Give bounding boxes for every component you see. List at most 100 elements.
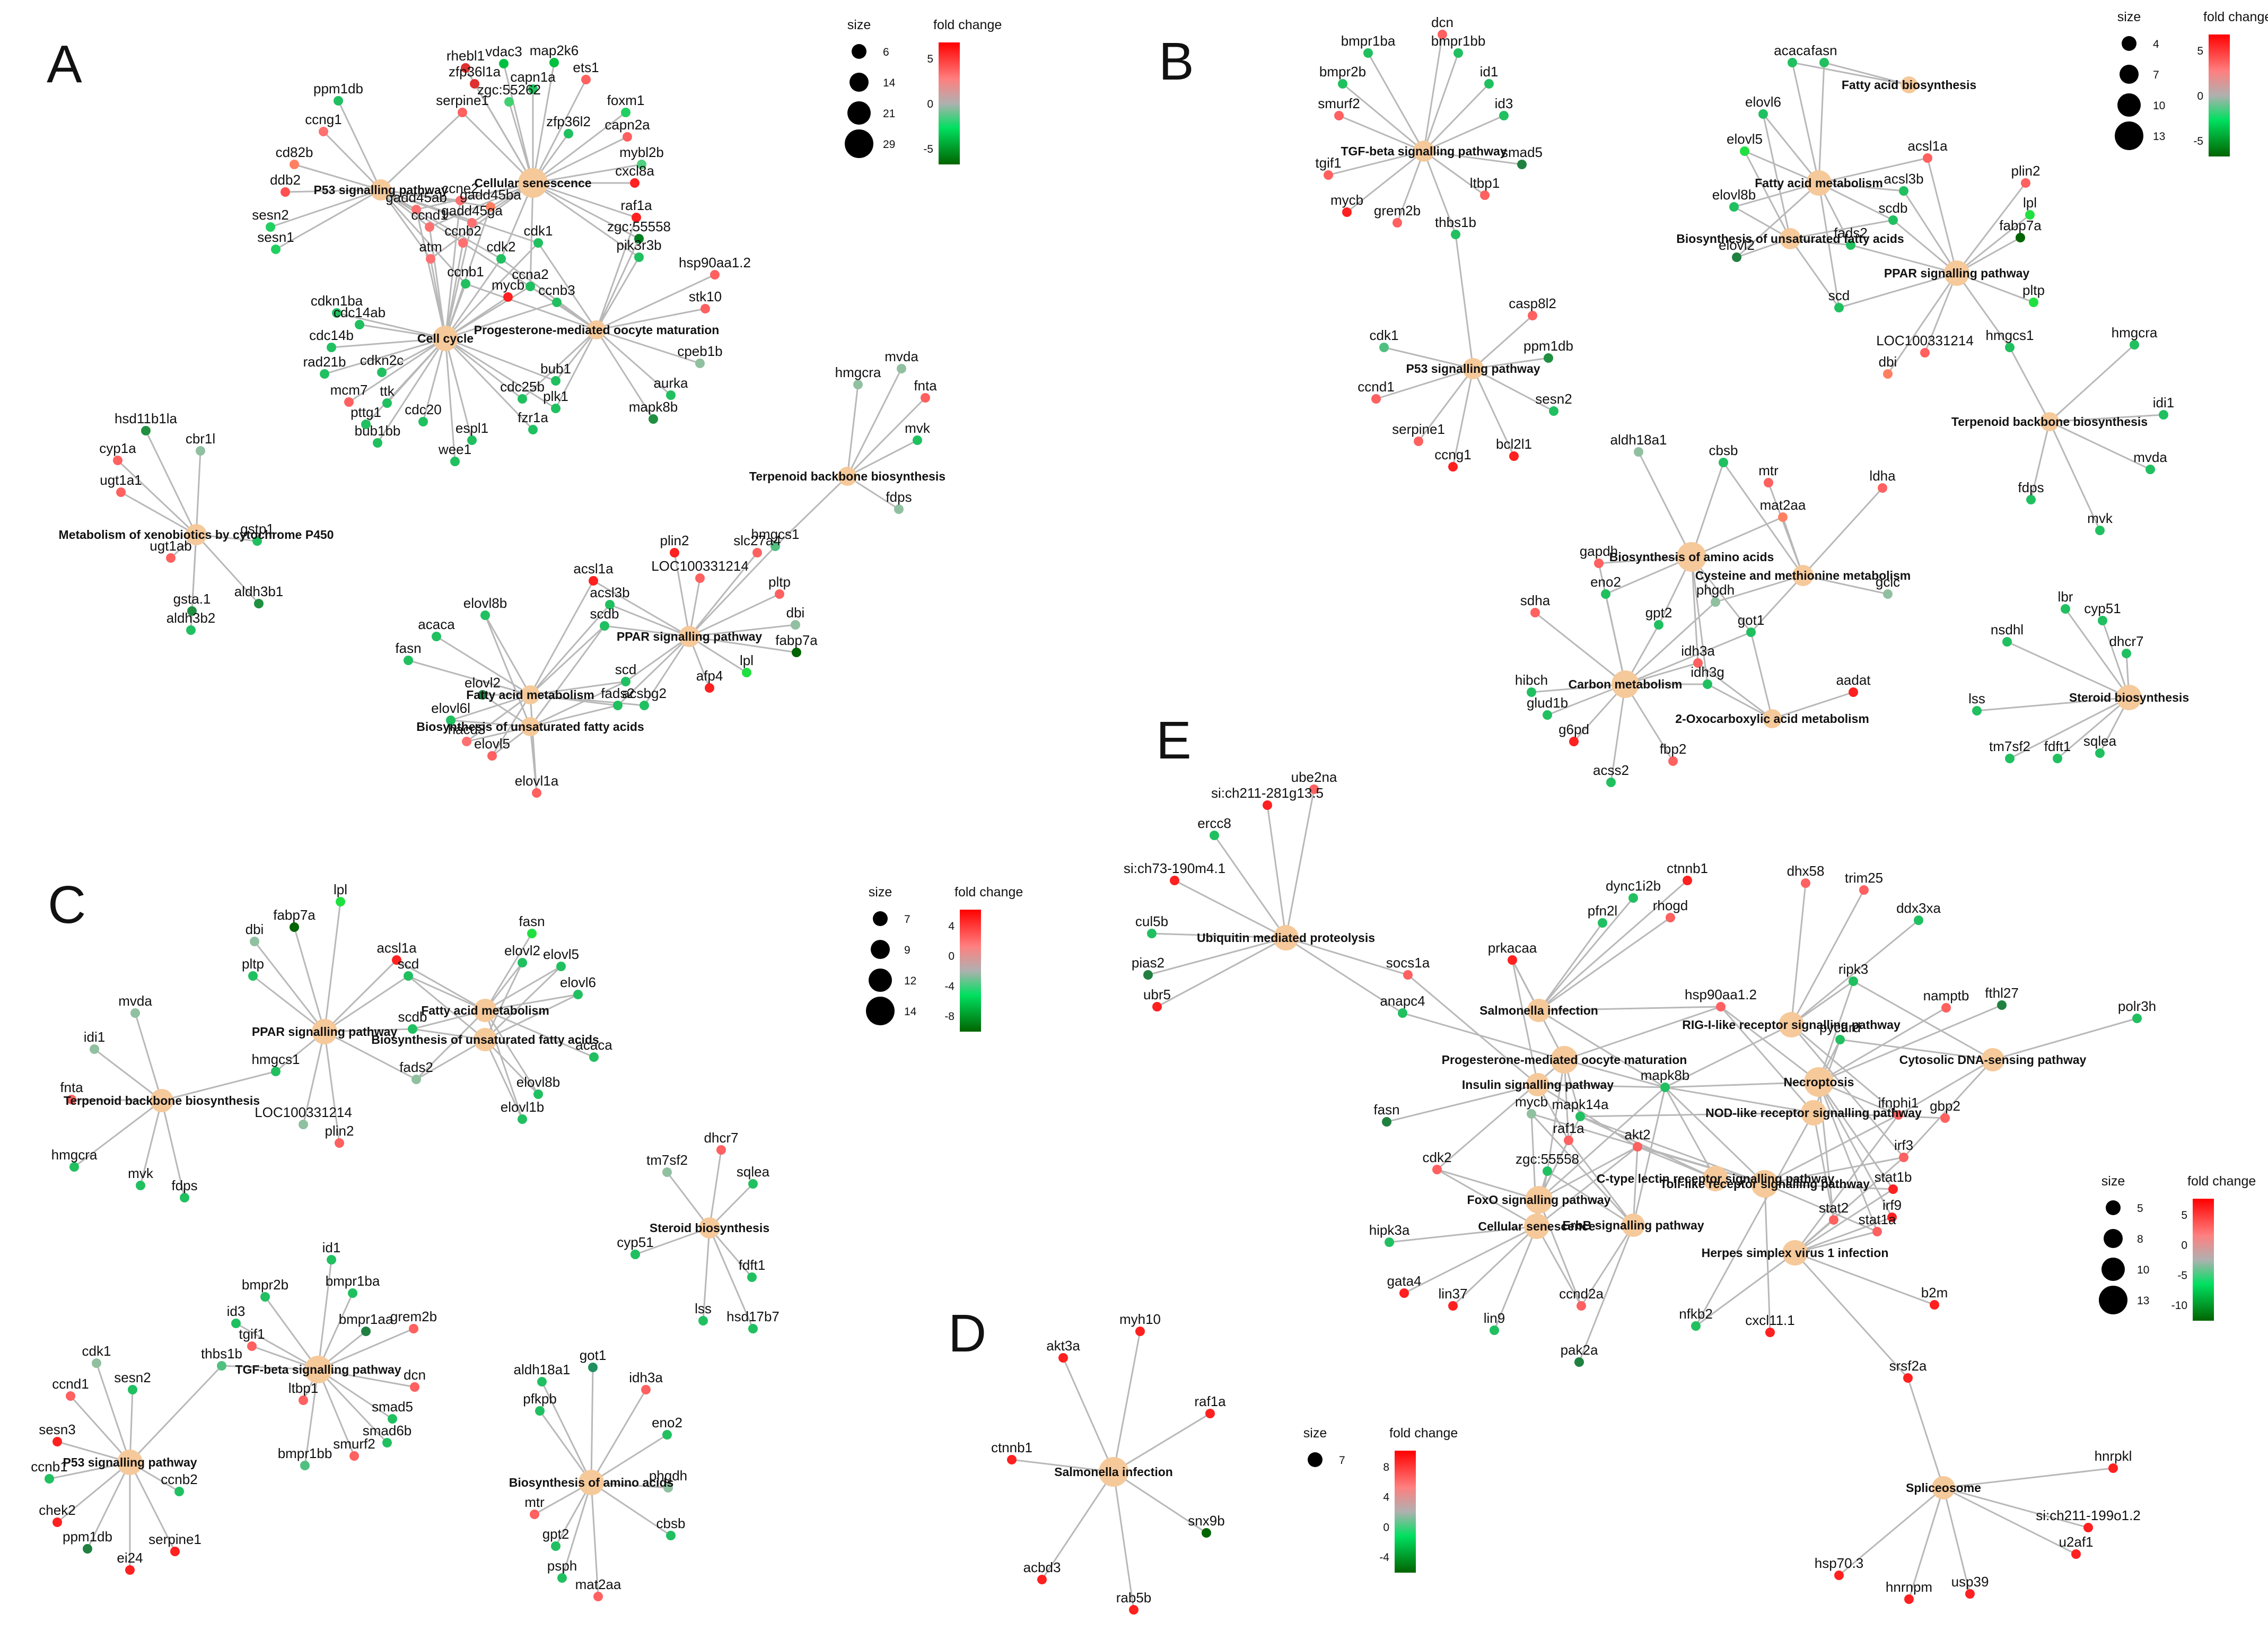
- network-edge: [1720, 1006, 1815, 1113]
- gene-label: elovl2: [465, 675, 501, 691]
- gene-node: [45, 1474, 54, 1484]
- gene-label: pttg1: [351, 404, 381, 420]
- pathway-label: P53 signalling pathway: [313, 183, 448, 197]
- pathway-node: [679, 626, 700, 647]
- network-edge: [1733, 182, 1819, 208]
- gene-node: [1711, 597, 1720, 607]
- network-edge: [596, 329, 654, 420]
- gene-label: hipk3a: [1369, 1222, 1410, 1238]
- gene-label: cdkn2c: [360, 352, 404, 368]
- size-legend-dot: [845, 129, 873, 158]
- network-edge: [1404, 1225, 1537, 1294]
- network-edge: [1907, 1377, 1945, 1488]
- gene-label: pycard: [1819, 1019, 1861, 1035]
- gene-node: [641, 1385, 651, 1394]
- gene-node: [404, 971, 413, 981]
- gene-label: acbd3: [1023, 1559, 1061, 1575]
- gene-label: cdc20: [405, 402, 441, 417]
- network-edges: [117, 62, 926, 793]
- pathway-node: [1806, 170, 1832, 196]
- gene-label: gata4: [1387, 1273, 1421, 1289]
- network-edge: [1285, 937, 1408, 976]
- gene-label: ccnd1: [52, 1376, 89, 1392]
- gene-node: [1594, 559, 1604, 568]
- gene-node: [1448, 1301, 1458, 1311]
- gene-node: [458, 108, 467, 117]
- network-edge: [1956, 272, 2034, 303]
- gene-label: nsdhl: [1991, 622, 2024, 638]
- pathway-label: NOD-like receptor signalling pathway: [1705, 1106, 1922, 1120]
- gene-node: [1691, 1321, 1701, 1331]
- gene-label: mapk14a: [1552, 1096, 1609, 1112]
- network-edge: [380, 189, 467, 285]
- gene-label: lss: [1968, 691, 1985, 707]
- gene-node: [1758, 109, 1768, 119]
- gene-node: [1894, 1110, 1903, 1120]
- gene-label: zfp36l1a: [449, 64, 501, 80]
- network-edge: [117, 459, 197, 536]
- size-legend-dot: [2115, 121, 2143, 150]
- gene-node: [1883, 589, 1893, 599]
- gene-node: [1829, 1215, 1838, 1225]
- gene-label: anapc4: [1380, 993, 1425, 1009]
- network-edge: [1762, 114, 1820, 184]
- network-edge: [596, 274, 715, 331]
- size-legend-dot: [2099, 1286, 2127, 1314]
- network-edge: [412, 1009, 486, 1030]
- gene-node: [748, 1324, 758, 1333]
- gene-label: akt3a: [1046, 1338, 1080, 1354]
- gene-node: [1729, 202, 1739, 212]
- gene-label: thbs1b: [201, 1346, 242, 1362]
- gene-label: acaca: [575, 1037, 612, 1053]
- node-labels: Ubiquitin mediated proteolysisSalmonella…: [1124, 769, 2156, 1595]
- gene-node: [1965, 1589, 1975, 1599]
- gene-node: [1205, 1409, 1215, 1418]
- gene-node: [1634, 447, 1643, 457]
- network-edge: [1493, 1226, 1538, 1331]
- network-edge: [430, 258, 446, 339]
- gene-node: [1740, 146, 1749, 156]
- network-edge: [445, 337, 556, 382]
- network-edge: [365, 337, 446, 425]
- gene-node: [336, 897, 345, 906]
- network-edge: [1538, 1086, 1666, 1201]
- network-edge: [484, 933, 533, 1011]
- pathway-label: Cell cycle: [417, 332, 474, 345]
- gene-node: [432, 632, 441, 641]
- gene-node: [187, 606, 197, 616]
- gene-node: [1549, 406, 1558, 416]
- size-legend-value: 14: [883, 77, 896, 89]
- size-legend-dot: [2117, 93, 2141, 117]
- gene-node: [1509, 451, 1519, 461]
- gene-node: [248, 971, 258, 981]
- network-edge: [2101, 620, 2130, 698]
- network-edge: [323, 1031, 340, 1144]
- gene-node: [271, 245, 281, 254]
- network-edge: [1956, 214, 2030, 274]
- network-edge: [643, 636, 690, 706]
- network-edge: [1423, 34, 1443, 152]
- pathway-node: [1622, 1214, 1645, 1237]
- gene-label: hibch: [1515, 672, 1548, 688]
- pathway-node: [518, 168, 548, 198]
- gene-label: cdk1: [524, 223, 553, 239]
- gene-label: idi1: [84, 1029, 105, 1045]
- network-edge: [69, 1395, 131, 1463]
- gene-node: [1764, 478, 1773, 487]
- gene-node: [335, 1138, 344, 1148]
- gene-node: [1490, 1325, 1499, 1335]
- pathway-node: [1779, 1012, 1804, 1037]
- pathway-label: Cellular senescence: [1478, 1219, 1595, 1233]
- pathway-node: [1763, 709, 1782, 728]
- network-edge: [412, 1028, 486, 1041]
- pathway-nodes: [186, 168, 857, 736]
- gene-node: [1920, 348, 1930, 357]
- gene-label: id3: [1495, 95, 1513, 111]
- network-edge: [408, 975, 486, 1041]
- gene-label: scd: [615, 661, 636, 677]
- gene-node: [83, 1544, 92, 1554]
- network-edge: [708, 1227, 753, 1278]
- gene-label: rhebl1: [446, 48, 485, 64]
